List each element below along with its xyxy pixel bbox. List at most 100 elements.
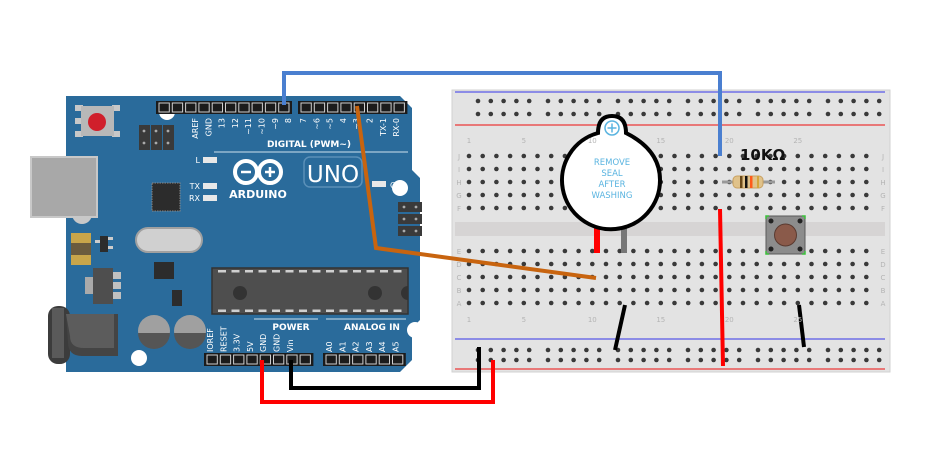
breadboard-hole[interactable] <box>864 153 869 159</box>
breadboard-hole[interactable] <box>736 347 742 353</box>
breadboard-hole[interactable] <box>644 287 650 293</box>
breadboard-hole[interactable] <box>548 192 554 198</box>
header-pin[interactable] <box>219 354 232 365</box>
breadboard-hole[interactable] <box>755 111 761 117</box>
breadboard-hole[interactable] <box>521 153 527 159</box>
breadboard-hole[interactable] <box>558 98 564 104</box>
breadboard-hole[interactable] <box>562 205 568 211</box>
breadboard-hole[interactable] <box>466 248 472 254</box>
breadboard-hole[interactable] <box>838 347 844 353</box>
breadboard-hole[interactable] <box>535 179 540 185</box>
breadboard-hole[interactable] <box>685 347 691 353</box>
breadboard-hole[interactable] <box>466 166 472 172</box>
breadboard-hole[interactable] <box>596 111 602 117</box>
reset-button[interactable] <box>75 105 120 137</box>
breadboard-hole[interactable] <box>631 261 636 267</box>
breadboard-hole[interactable] <box>685 166 691 172</box>
breadboard-hole[interactable] <box>850 192 855 198</box>
breadboard-hole[interactable] <box>576 248 581 254</box>
breadboard-hole[interactable] <box>864 274 869 280</box>
breadboard-hole[interactable] <box>781 166 787 172</box>
header-pin[interactable] <box>325 354 337 365</box>
header-pin[interactable] <box>171 102 184 113</box>
breadboard-hole[interactable] <box>466 274 472 280</box>
breadboard-hole[interactable] <box>736 357 742 363</box>
breadboard-hole[interactable] <box>644 261 650 267</box>
breadboard-hole[interactable] <box>825 357 831 363</box>
breadboard-hole[interactable] <box>809 300 814 306</box>
breadboard-hole[interactable] <box>507 192 513 198</box>
reset-button-cap[interactable] <box>88 113 106 131</box>
breadboard-hole[interactable] <box>658 248 664 254</box>
wire-red-resistor-to-rail[interactable] <box>718 208 725 367</box>
breadboard-hole[interactable] <box>521 179 527 185</box>
header-pin[interactable] <box>380 102 392 113</box>
breadboard-hole[interactable] <box>838 357 844 363</box>
breadboard-hole[interactable] <box>713 300 718 306</box>
breadboard-hole[interactable] <box>795 287 801 293</box>
breadboard-hole[interactable] <box>571 357 576 363</box>
breadboard-hole[interactable] <box>794 98 799 104</box>
breadboard-hole[interactable] <box>713 166 718 172</box>
breadboard-hole[interactable] <box>501 347 506 353</box>
breadboard-hole[interactable] <box>850 166 855 172</box>
breadboard-hole[interactable] <box>754 166 759 172</box>
breadboard-hole[interactable] <box>727 153 732 159</box>
header-pin[interactable] <box>393 102 405 113</box>
breadboard-hole[interactable] <box>535 261 540 267</box>
breadboard-hole[interactable] <box>501 111 506 117</box>
breadboard-hole[interactable] <box>615 98 621 104</box>
breadboard-hole[interactable] <box>768 98 774 104</box>
breadboard-hole[interactable] <box>535 287 540 293</box>
header-pin[interactable] <box>367 102 379 113</box>
breadboard-hole[interactable] <box>685 248 691 254</box>
breadboard-hole[interactable] <box>558 347 564 353</box>
breadboard-hole[interactable] <box>507 205 513 211</box>
breadboard-hole[interactable] <box>562 261 568 267</box>
breadboard-hole[interactable] <box>711 98 716 104</box>
header-pin[interactable] <box>273 354 285 365</box>
header-pin[interactable] <box>352 354 364 365</box>
breadboard-hole[interactable] <box>699 274 705 280</box>
breadboard-hole[interactable] <box>822 205 828 211</box>
breadboard-hole[interactable] <box>596 98 602 104</box>
breadboard-hole[interactable] <box>699 205 705 211</box>
header-pin[interactable] <box>233 354 245 365</box>
breadboard-hole[interactable] <box>685 98 691 104</box>
breadboard-hole[interactable] <box>596 357 602 363</box>
breadboard-hole[interactable] <box>494 274 499 280</box>
breadboard-hole[interactable] <box>666 111 672 117</box>
breadboard-hole[interactable] <box>507 287 513 293</box>
breadboard-hole[interactable] <box>754 300 759 306</box>
breadboard-hole[interactable] <box>514 98 519 104</box>
breadboard-hole[interactable] <box>864 192 869 198</box>
breadboard-hole[interactable] <box>466 287 472 293</box>
breadboard-hole[interactable] <box>713 179 718 185</box>
breadboard-hole[interactable] <box>584 357 589 363</box>
breadboard-hole[interactable] <box>836 287 842 293</box>
wire-red-5v[interactable] <box>260 360 495 404</box>
header-pin[interactable] <box>392 354 404 365</box>
breadboard-hole[interactable] <box>825 347 831 353</box>
breadboard-hole[interactable] <box>548 166 554 172</box>
breadboard-hole[interactable] <box>603 274 609 280</box>
breadboard-hole[interactable] <box>548 248 554 254</box>
breadboard-hole[interactable] <box>864 111 869 117</box>
breadboard-hole[interactable] <box>795 261 801 267</box>
breadboard-hole[interactable] <box>584 347 589 353</box>
breadboard-hole[interactable] <box>535 166 540 172</box>
breadboard-hole[interactable] <box>755 98 761 104</box>
breadboard-hole[interactable] <box>698 111 704 117</box>
breadboard-hole[interactable] <box>851 98 856 104</box>
breadboard-hole[interactable] <box>617 300 622 306</box>
breadboard-hole[interactable] <box>494 192 499 198</box>
breadboard-hole[interactable] <box>685 287 691 293</box>
breadboard-hole[interactable] <box>590 248 595 254</box>
breadboard-hole[interactable] <box>768 357 774 363</box>
breadboard-hole[interactable] <box>850 287 855 293</box>
header-pin[interactable] <box>300 102 312 113</box>
breadboard-hole[interactable] <box>521 274 527 280</box>
header-pin[interactable] <box>211 102 223 113</box>
breadboard-hole[interactable] <box>713 192 718 198</box>
breadboard-hole[interactable] <box>514 357 519 363</box>
